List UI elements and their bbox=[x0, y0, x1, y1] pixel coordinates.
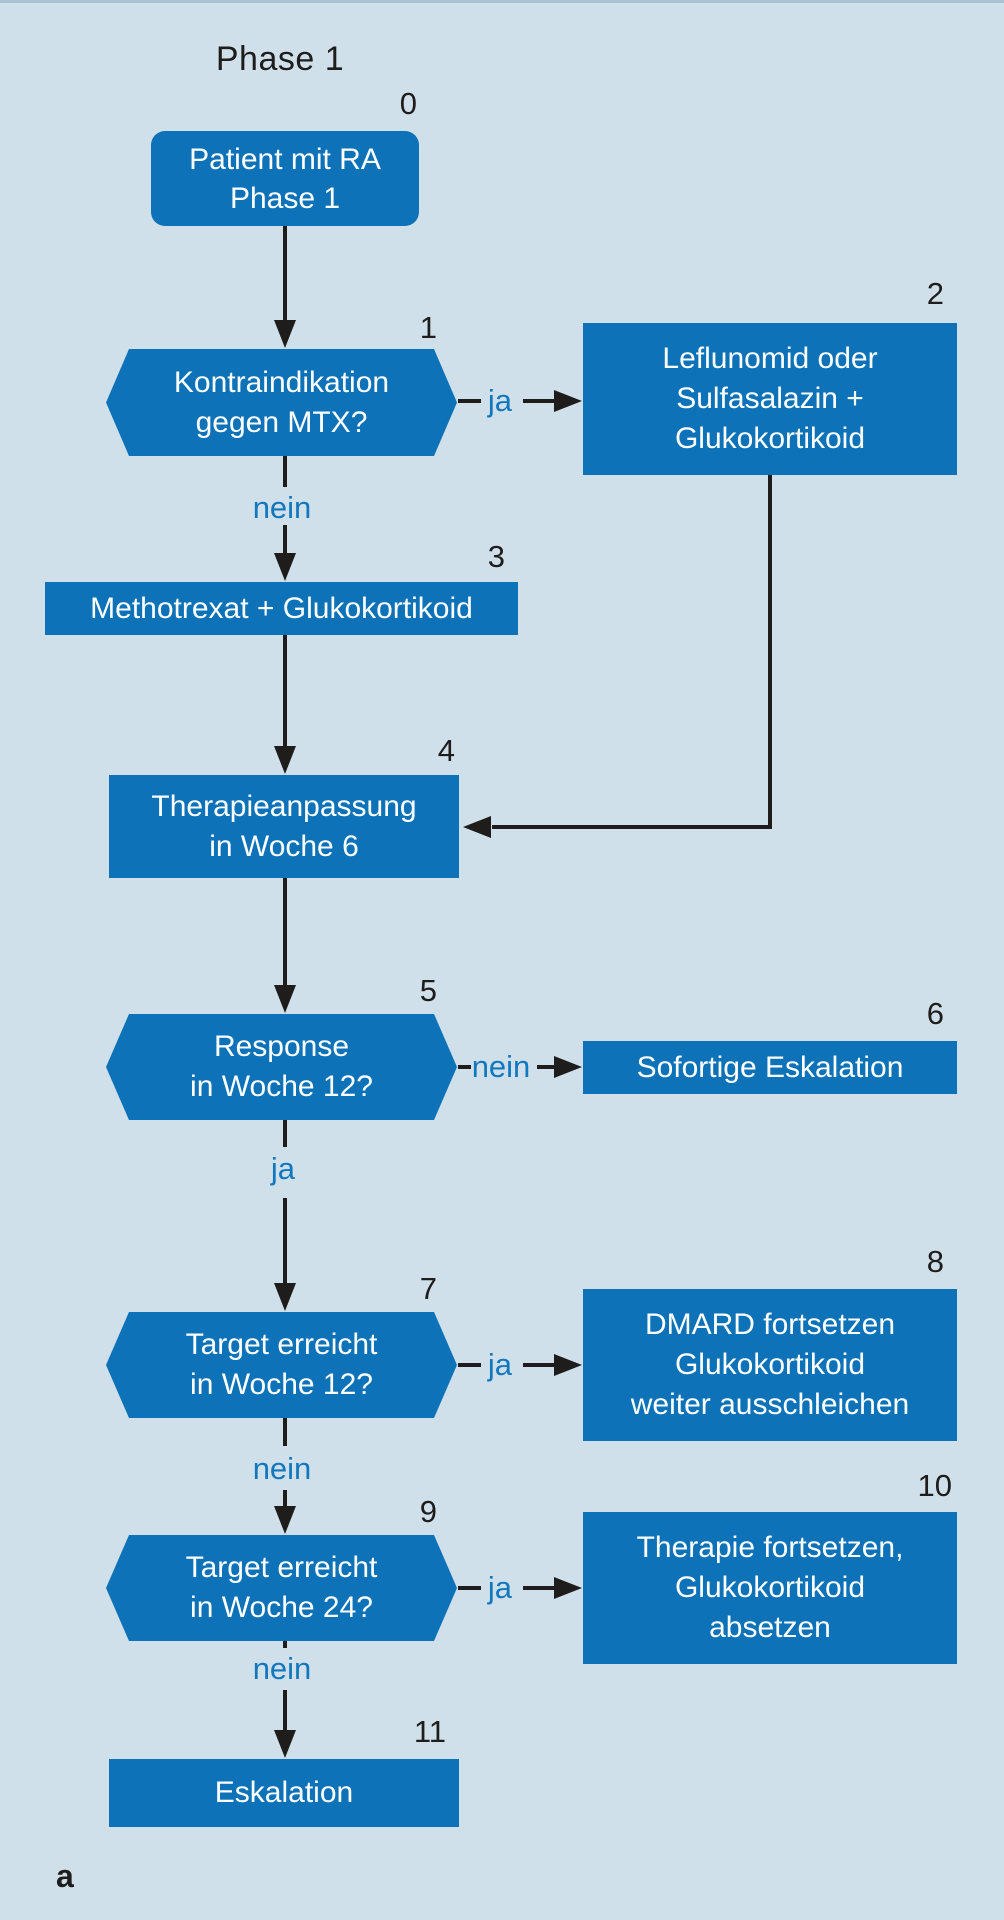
node-9-line-1: Target erreicht bbox=[185, 1551, 378, 1584]
node-2-line-3: Glukokortikoid bbox=[674, 422, 866, 455]
node-0-line-1: Patient mit RA bbox=[189, 142, 381, 176]
arrow-3-4-head bbox=[274, 746, 296, 774]
edge-label-nein-9-11: nein bbox=[252, 1651, 312, 1686]
node-6-number: 6 bbox=[926, 996, 944, 1031]
edge-label-nein-7-9: nein bbox=[252, 1451, 312, 1486]
node-10-number: 10 bbox=[917, 1468, 952, 1503]
node-1-kontraindikation-decision: Kontraindikation gegen MTX? bbox=[106, 349, 457, 456]
node-2-leflunomid-sulfasalazin: Leflunomid oder Sulfasalazin + Glukokort… bbox=[583, 323, 957, 475]
node-8-line-2: Glukokortikoid bbox=[674, 1348, 866, 1381]
arrow-7-8-head bbox=[554, 1354, 582, 1376]
arrow-0-1-head bbox=[274, 320, 296, 348]
arrow-2-4-head bbox=[463, 816, 491, 838]
node-9-number: 9 bbox=[419, 1494, 437, 1529]
node-7-line-2: in Woche 12? bbox=[190, 1368, 373, 1401]
edge-label-ja-7-8: ja bbox=[487, 1347, 513, 1382]
edge-label-ja-9-10: ja bbox=[487, 1570, 513, 1605]
arrow-2-4-elbow bbox=[492, 475, 772, 829]
node-1-number: 1 bbox=[419, 310, 437, 345]
node-9-line-2: in Woche 24? bbox=[190, 1591, 373, 1624]
arrow-9-11-head bbox=[274, 1730, 296, 1758]
node-5-line-1: Response bbox=[213, 1030, 350, 1063]
node-10-therapie-fortsetzen: Therapie fortsetzen, Glukokortikoid abse… bbox=[583, 1512, 957, 1664]
node-7-target-woche-12-decision: Target erreicht in Woche 12? bbox=[106, 1312, 457, 1418]
node-0-patient-mit-ra: Patient mit RA Phase 1 bbox=[151, 131, 419, 226]
node-2-line-2: Sulfasalazin + bbox=[676, 382, 864, 415]
edge-label-nein-5-6: nein bbox=[471, 1049, 531, 1084]
node-5-response-decision: Response in Woche 12? bbox=[106, 1014, 457, 1120]
node-3-methotrexat: Methotrexat + Glukokortikoid bbox=[45, 582, 518, 635]
arrow-1-3-head bbox=[274, 553, 296, 581]
node-6-line-1: Sofortige Eskalation bbox=[636, 1050, 904, 1084]
node-4-line-2: in Woche 6 bbox=[209, 829, 359, 863]
node-11-eskalation: Eskalation bbox=[109, 1759, 459, 1827]
arrow-1-2-head bbox=[554, 390, 582, 412]
node-7-line-1: Target erreicht bbox=[185, 1328, 378, 1361]
node-11-number: 11 bbox=[413, 1714, 446, 1749]
node-3-line-1: Methotrexat + Glukokortikoid bbox=[90, 591, 473, 625]
node-5-number: 5 bbox=[419, 973, 437, 1008]
panel-label-a: a bbox=[56, 1858, 74, 1894]
node-8-line-1: DMARD fortsetzen bbox=[644, 1308, 896, 1341]
edge-label-nein-1-3: nein bbox=[252, 490, 312, 525]
node-1-line-1: Kontraindikation bbox=[173, 365, 390, 399]
node-7-number: 7 bbox=[419, 1271, 437, 1306]
edge-label-ja-5-7: ja bbox=[270, 1151, 296, 1186]
node-1-line-2: gegen MTX? bbox=[195, 405, 368, 439]
node-2-line-1: Leflunomid oder bbox=[662, 342, 878, 375]
node-10-line-1: Therapie fortsetzen, bbox=[636, 1531, 904, 1564]
node-8-line-3: weiter ausschleichen bbox=[630, 1388, 910, 1421]
top-border-line bbox=[0, 0, 1004, 3]
node-3-number: 3 bbox=[487, 539, 505, 574]
arrow-7-9-head bbox=[274, 1506, 296, 1534]
node-4-line-1: Therapieanpassung bbox=[151, 789, 417, 823]
arrow-4-5-head bbox=[274, 985, 296, 1013]
edge-label-ja-1-2: ja bbox=[487, 383, 513, 418]
arrow-9-10-head bbox=[554, 1577, 582, 1599]
node-6-sofortige-eskalation: Sofortige Eskalation bbox=[583, 1041, 957, 1094]
node-8-dmard-fortsetzen: DMARD fortsetzen Glukokortikoid weiter a… bbox=[583, 1289, 957, 1441]
node-4-therapieanpassung: Therapieanpassung in Woche 6 bbox=[109, 775, 459, 878]
node-10-line-3: absetzen bbox=[709, 1611, 831, 1644]
node-8-number: 8 bbox=[926, 1244, 944, 1279]
node-0-line-2: Phase 1 bbox=[229, 181, 341, 215]
node-9-target-woche-24-decision: Target erreicht in Woche 24? bbox=[106, 1535, 457, 1641]
node-11-line-1: Eskalation bbox=[214, 1776, 354, 1809]
arrow-5-6-head bbox=[554, 1056, 582, 1078]
figure-title: Phase 1 bbox=[215, 40, 345, 78]
node-4-number: 4 bbox=[437, 733, 455, 768]
arrow-5-7-head bbox=[274, 1283, 296, 1311]
node-0-number: 0 bbox=[399, 86, 417, 121]
node-10-line-2: Glukokortikoid bbox=[674, 1571, 866, 1604]
node-2-number: 2 bbox=[926, 276, 944, 311]
node-5-line-2: in Woche 12? bbox=[190, 1070, 373, 1103]
